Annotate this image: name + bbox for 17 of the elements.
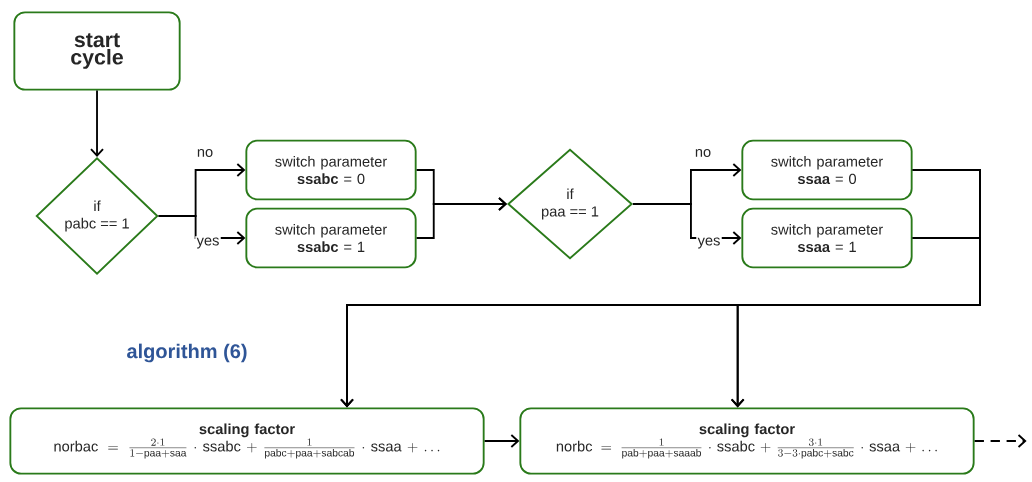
process-box: switch parameter ssaa = 1 xyxy=(741,207,913,269)
section-title: algorithm (6) xyxy=(127,343,247,363)
edge-label: no xyxy=(693,147,713,159)
arrow xyxy=(730,237,981,408)
arrow xyxy=(973,434,1027,448)
edge-label: yes xyxy=(696,236,722,250)
arrow xyxy=(90,89,104,158)
edge-label: yes xyxy=(195,236,221,250)
formula-box: scaling factor $\mathrm{norbc} = \frac{1}{\mathrm{pab}+\mathrm{paa}+\mathrm{saaab}}\cdot \mathrm{ssabc} + \frac{3\cdot 1}{3-3\cdot \mathrm{pabc}+\mathrm{sabc}}\cdot \mathrm{ssaa} + \ldots$ xyxy=(519,407,975,475)
process-box: switch parameter ssabc = 0 xyxy=(245,139,417,201)
process-box: switch parameter ssaa = 0 xyxy=(741,139,913,201)
process-box: switch parameter ssabc = 1 xyxy=(245,207,417,269)
start-box: start cycle xyxy=(13,11,181,91)
formula-box: scaling factor $\mathrm{norbac} = \frac{2\cdot 1}{1-\mathrm{paa}+\mathrm{saa}}\cdot \mathrm{ssabc} + \frac{1}{\mathrm{pabc}+\mathrm{paa}+\mathrm{sabcab}}\cdot \mathrm{ssaa} + \ldots$ xyxy=(9,407,485,475)
edge-label: no xyxy=(195,147,215,159)
arrow xyxy=(415,197,508,239)
arrow xyxy=(483,434,520,448)
